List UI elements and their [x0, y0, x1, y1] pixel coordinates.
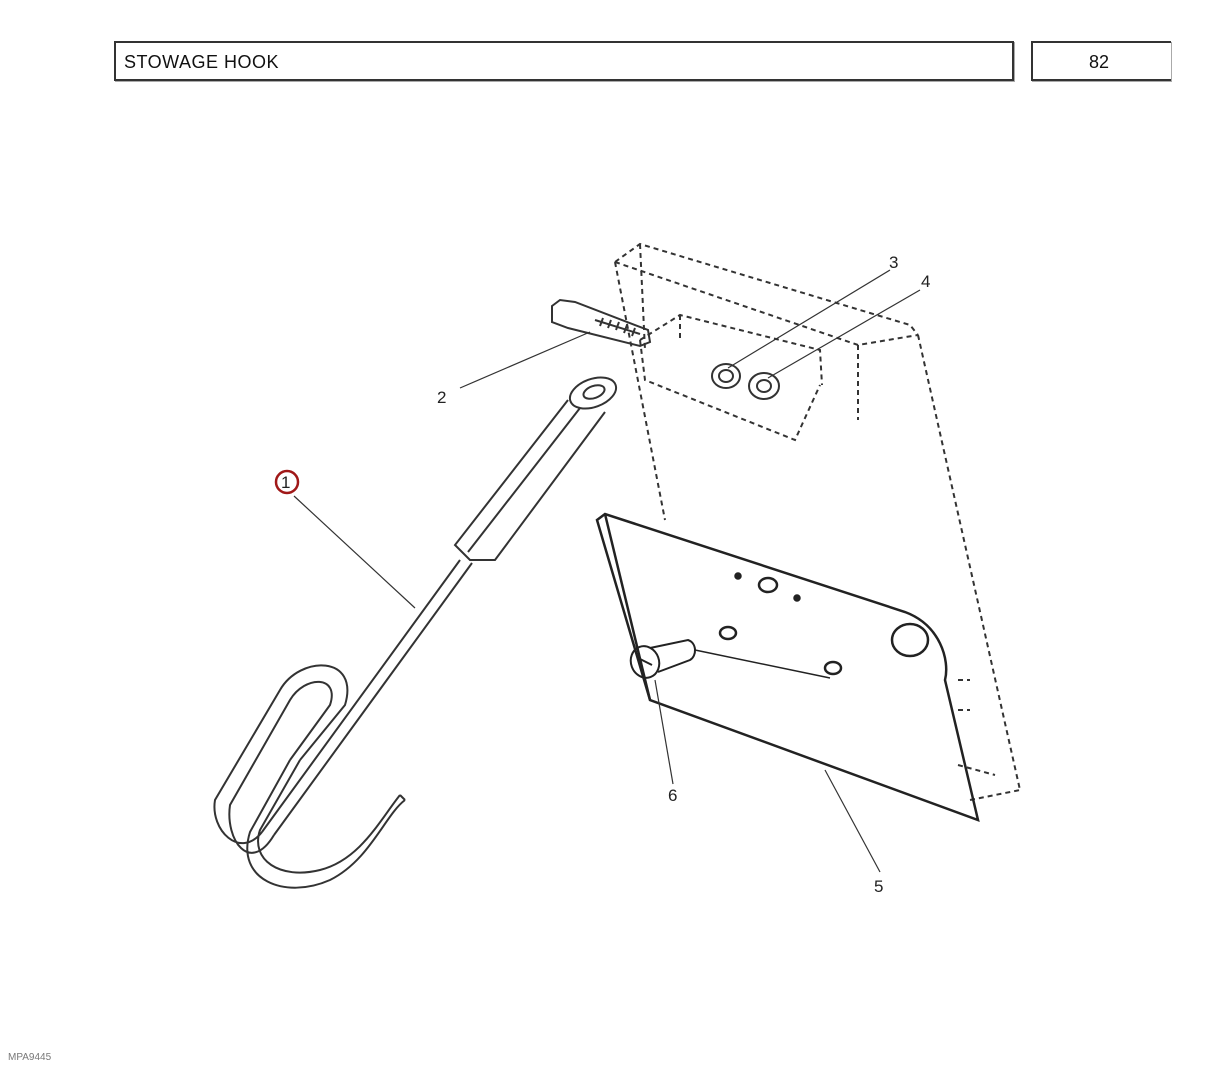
page-title: STOWAGE HOOK — [124, 52, 280, 72]
nut — [748, 372, 780, 400]
figure-code: MPA9445 — [8, 1052, 52, 1063]
leader-6 — [654, 679, 674, 785]
callout-1: 1 — [281, 473, 290, 492]
leader-2 — [459, 331, 591, 389]
leader-1 — [293, 495, 416, 609]
callout-6: 6 — [668, 786, 677, 805]
washer — [711, 363, 741, 389]
stowage-hook — [213, 376, 618, 889]
page-number-box: 82 — [1031, 41, 1171, 81]
mounting-plate — [595, 512, 980, 822]
leader-5 — [824, 769, 881, 873]
screw — [629, 638, 831, 679]
title-box: STOWAGE HOOK — [114, 41, 1014, 81]
page-number: 82 — [1089, 52, 1110, 72]
mounting-bracket-phantom — [614, 242, 1021, 801]
callout-1-highlight-ring — [274, 469, 300, 495]
callout-3: 3 — [889, 253, 898, 272]
leader-lines — [293, 269, 921, 873]
callout-2: 2 — [437, 388, 446, 407]
callout-5: 5 — [874, 877, 883, 896]
leader-3 — [727, 269, 891, 369]
bolt — [551, 298, 652, 348]
leader-4 — [767, 289, 921, 379]
callout-4: 4 — [921, 272, 930, 291]
